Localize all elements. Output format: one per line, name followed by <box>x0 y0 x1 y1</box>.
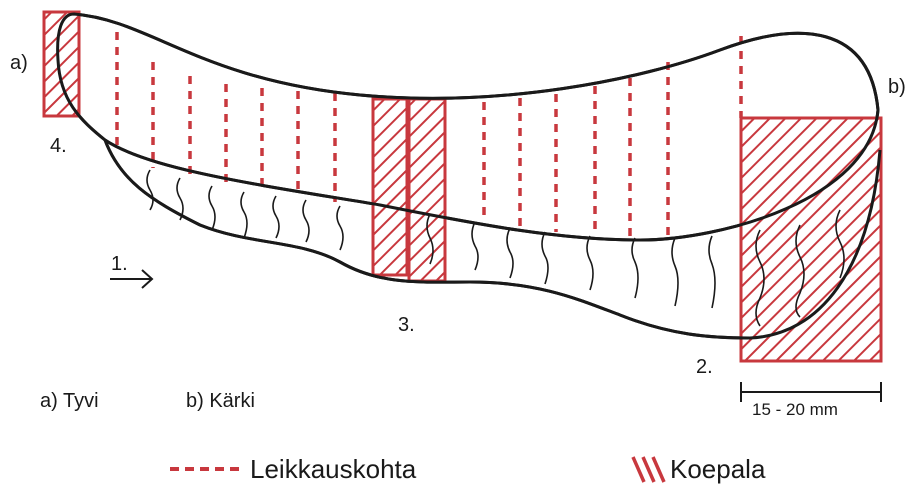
direction-arrow-icon <box>110 269 154 289</box>
label-step-3: 3. <box>398 314 415 336</box>
label-step-2: 2. <box>696 356 713 378</box>
label-step-4: 4. <box>50 135 67 157</box>
legend-sample-marker <box>631 456 666 483</box>
leaf-lower-outline-overlay <box>103 139 882 340</box>
sample-box-base <box>42 10 81 118</box>
scale-bar-label: 15 - 20 mm <box>752 400 838 419</box>
label-step-1: 1. <box>111 253 128 275</box>
vein-lines <box>146 169 845 327</box>
legend-sample-label: Koepala <box>670 454 766 484</box>
caption-tip: b) Kärki <box>186 390 255 412</box>
legend-cut-line-label: Leikkauskohta <box>250 454 417 484</box>
label-end-a: a) <box>10 52 28 74</box>
label-end-b: b) <box>888 76 906 98</box>
scale-bar <box>740 382 882 402</box>
sample-boxes <box>42 10 883 363</box>
tip-veins-overlay <box>426 209 845 327</box>
cut-lines <box>115 32 743 240</box>
sample-box-middle-left <box>371 97 409 277</box>
sample-box-middle-right <box>407 97 447 283</box>
caption-base: a) Tyvi <box>40 390 99 412</box>
